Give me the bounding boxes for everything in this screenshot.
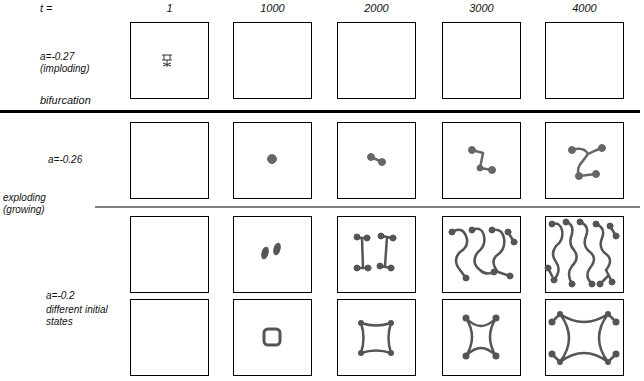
panel-frame <box>234 217 312 293</box>
panel-frame <box>234 123 312 199</box>
panel-frame <box>443 123 521 199</box>
panel-frame <box>131 123 209 199</box>
panel-frame <box>234 300 312 376</box>
parameter-label: a=-0.27 (imploding) <box>40 51 102 75</box>
panel-frame <box>338 123 416 199</box>
panel-frame <box>338 23 416 99</box>
panel-frame <box>443 23 521 99</box>
panel-frame <box>443 300 521 376</box>
panel-frame <box>338 217 416 293</box>
panel-frame <box>546 123 624 199</box>
time-value: 2000 <box>347 2 407 15</box>
panel-frame <box>234 23 312 99</box>
section-label: exploding (growing) <box>3 192 61 216</box>
pattern-rings <box>264 311 620 365</box>
panel-frame <box>131 300 209 376</box>
time-value: 3000 <box>452 2 512 15</box>
panel-frame <box>546 217 624 293</box>
panel-frame <box>131 23 209 99</box>
time-value: 1 <box>140 2 200 15</box>
panel-frame <box>338 300 416 376</box>
separator-line <box>95 207 640 208</box>
panel-frame <box>443 217 521 293</box>
time-value: 1000 <box>243 2 303 15</box>
panel-frame <box>131 217 209 293</box>
separator-lines <box>0 112 640 208</box>
parameter-label: a=-0.2 <box>46 290 116 302</box>
note-label: different initial states <box>46 304 126 328</box>
section-label: bifurcation <box>40 94 120 107</box>
parameter-label: a=-0.26 <box>48 154 118 166</box>
pattern-worms <box>261 219 619 287</box>
panel-frame <box>546 300 624 376</box>
panel-frames <box>131 23 624 376</box>
initial-pattern <box>162 55 172 67</box>
panel-frame <box>546 23 624 99</box>
bifurcation-line <box>0 110 640 113</box>
time-axis-label: t = <box>40 2 80 15</box>
time-value: 4000 <box>555 2 615 15</box>
pattern-blobs <box>268 145 606 180</box>
